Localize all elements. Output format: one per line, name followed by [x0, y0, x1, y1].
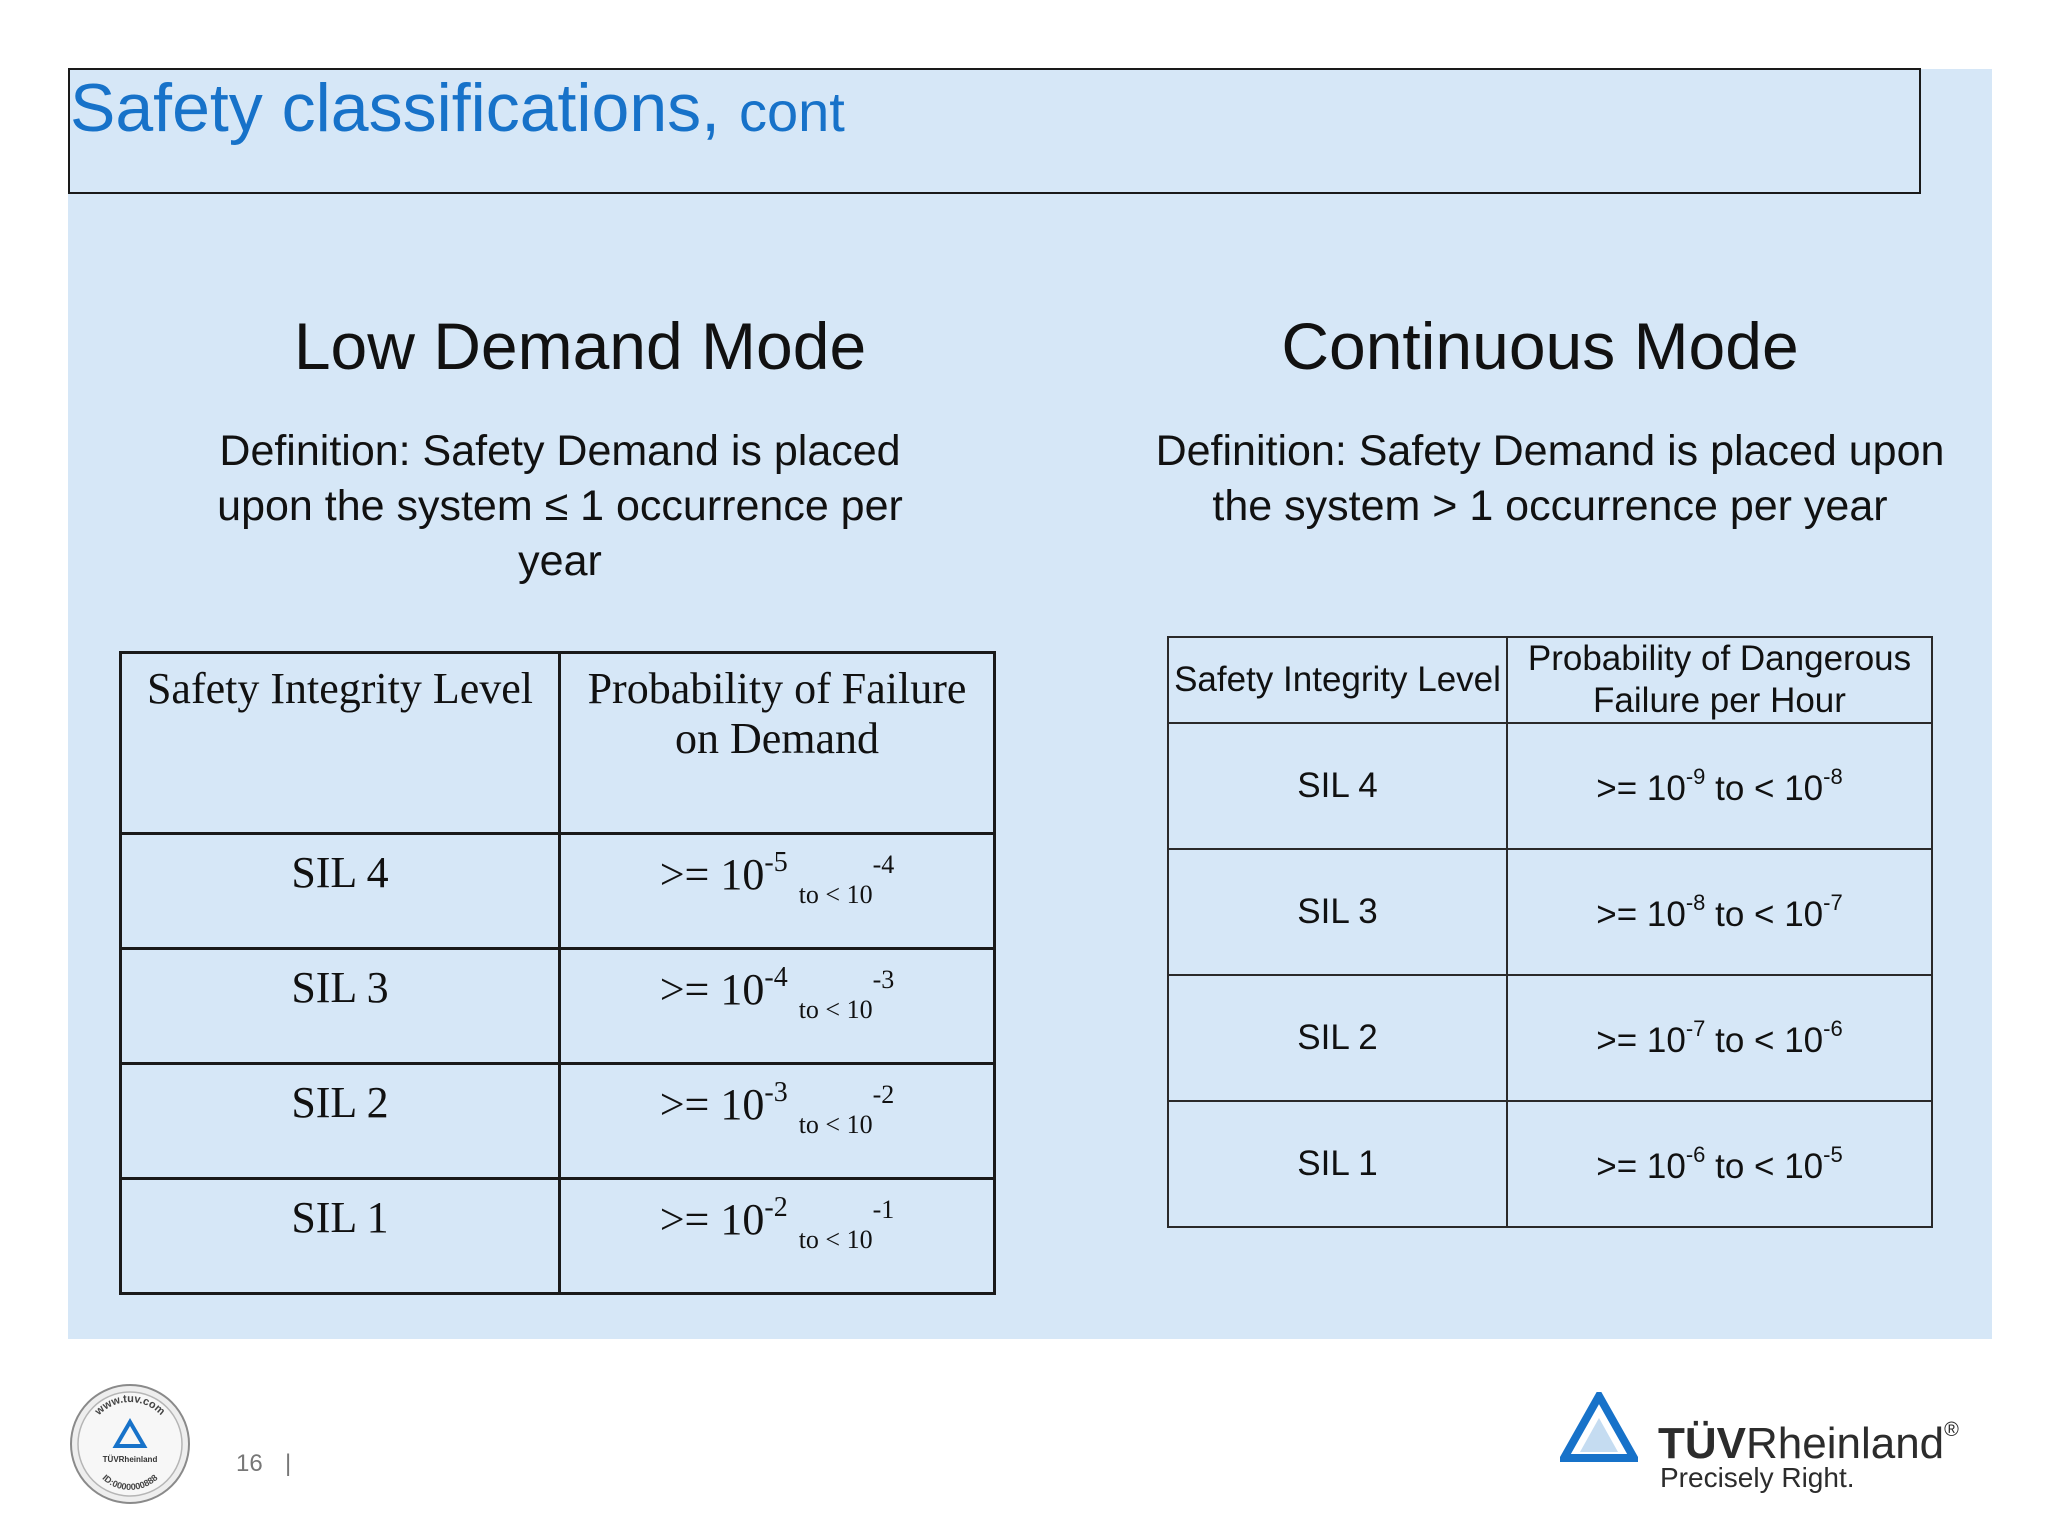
table-row: SIL 3 >= 10-8 to < 10-7: [1167, 848, 1933, 976]
sil-level-cell: SIL 2: [119, 1062, 561, 1180]
sil-level-cell: SIL 3: [1167, 848, 1508, 976]
sil-level-cell: SIL 4: [119, 832, 561, 950]
low-demand-heading: Low Demand Mode: [293, 309, 867, 383]
sil-level-cell: SIL 1: [1167, 1100, 1508, 1228]
sil-level-cell: SIL 1: [119, 1177, 561, 1295]
column-header-sil: Safety Integrity Level: [119, 651, 561, 835]
low-demand-definition: Definition: Safety Demand is placed upon…: [217, 427, 903, 585]
page-number: 16: [236, 1450, 263, 1477]
probability-cell: >= 10-4 to < 10-3: [558, 947, 996, 1065]
sil-level-cell: SIL 3: [119, 947, 561, 1065]
company-logo-text: TÜVRheinland®: [1658, 1419, 1959, 1468]
table-header-row: Safety Integrity Level Probability of Fa…: [119, 651, 996, 835]
table-row: SIL 4 >= 10-5 to < 10-4: [119, 832, 996, 950]
table-row: SIL 3 >= 10-4 to < 10-3: [119, 947, 996, 1065]
probability-cell: >= 10-8 to < 10-7: [1506, 848, 1933, 976]
table-row: SIL 2 >= 10-3 to < 10-2: [119, 1062, 996, 1180]
probability-cell: >= 10-2 to < 10-1: [558, 1177, 996, 1295]
probability-cell: >= 10-3 to < 10-2: [558, 1062, 996, 1180]
slide-title: Safety classifications, cont: [70, 70, 845, 146]
probability-cell: >= 10-5 to < 10-4: [558, 832, 996, 950]
table-header-row: Safety Integrity Level Probability of Da…: [1167, 636, 1933, 724]
slide-title-suffix: cont: [738, 80, 845, 143]
probability-cell: >= 10-6 to < 10-5: [1506, 1100, 1933, 1228]
title-frame: [68, 68, 1921, 194]
table-row: SIL 2 >= 10-7 to < 10-6: [1167, 974, 1933, 1102]
svg-text:TÜVRheinland: TÜVRheinland: [103, 1455, 158, 1464]
sil-level-cell: SIL 4: [1167, 722, 1508, 850]
tuv-triangle-logo-icon: [1560, 1392, 1638, 1462]
column-header-probability: Probability of Failure on Demand: [558, 651, 996, 835]
table-row: SIL 4 >= 10-9 to < 10-8: [1167, 722, 1933, 850]
probability-cell: >= 10-9 to < 10-8: [1506, 722, 1933, 850]
probability-cell: >= 10-7 to < 10-6: [1506, 974, 1933, 1102]
page-separator: |: [285, 1450, 292, 1477]
low-demand-table: Safety Integrity Level Probability of Fa…: [119, 651, 996, 1295]
continuous-definition: Definition: Safety Demand is placed upon…: [1155, 427, 1945, 530]
table-row: SIL 1 >= 10-2 to < 10-1: [119, 1177, 996, 1295]
sil-level-cell: SIL 2: [1167, 974, 1508, 1102]
column-header-sil: Safety Integrity Level: [1167, 636, 1508, 724]
table-row: SIL 1 >= 10-6 to < 10-5: [1167, 1100, 1933, 1228]
continuous-heading: Continuous Mode: [1281, 309, 1799, 383]
certification-seal-icon: www.tuv.com TÜVRheinland ID:0000000888: [70, 1384, 190, 1504]
continuous-table: Safety Integrity Level Probability of Da…: [1167, 636, 1933, 1228]
column-header-probability: Probability of Dangerous Failure per Hou…: [1506, 636, 1933, 724]
company-tagline: Precisely Right.: [1660, 1462, 1855, 1493]
